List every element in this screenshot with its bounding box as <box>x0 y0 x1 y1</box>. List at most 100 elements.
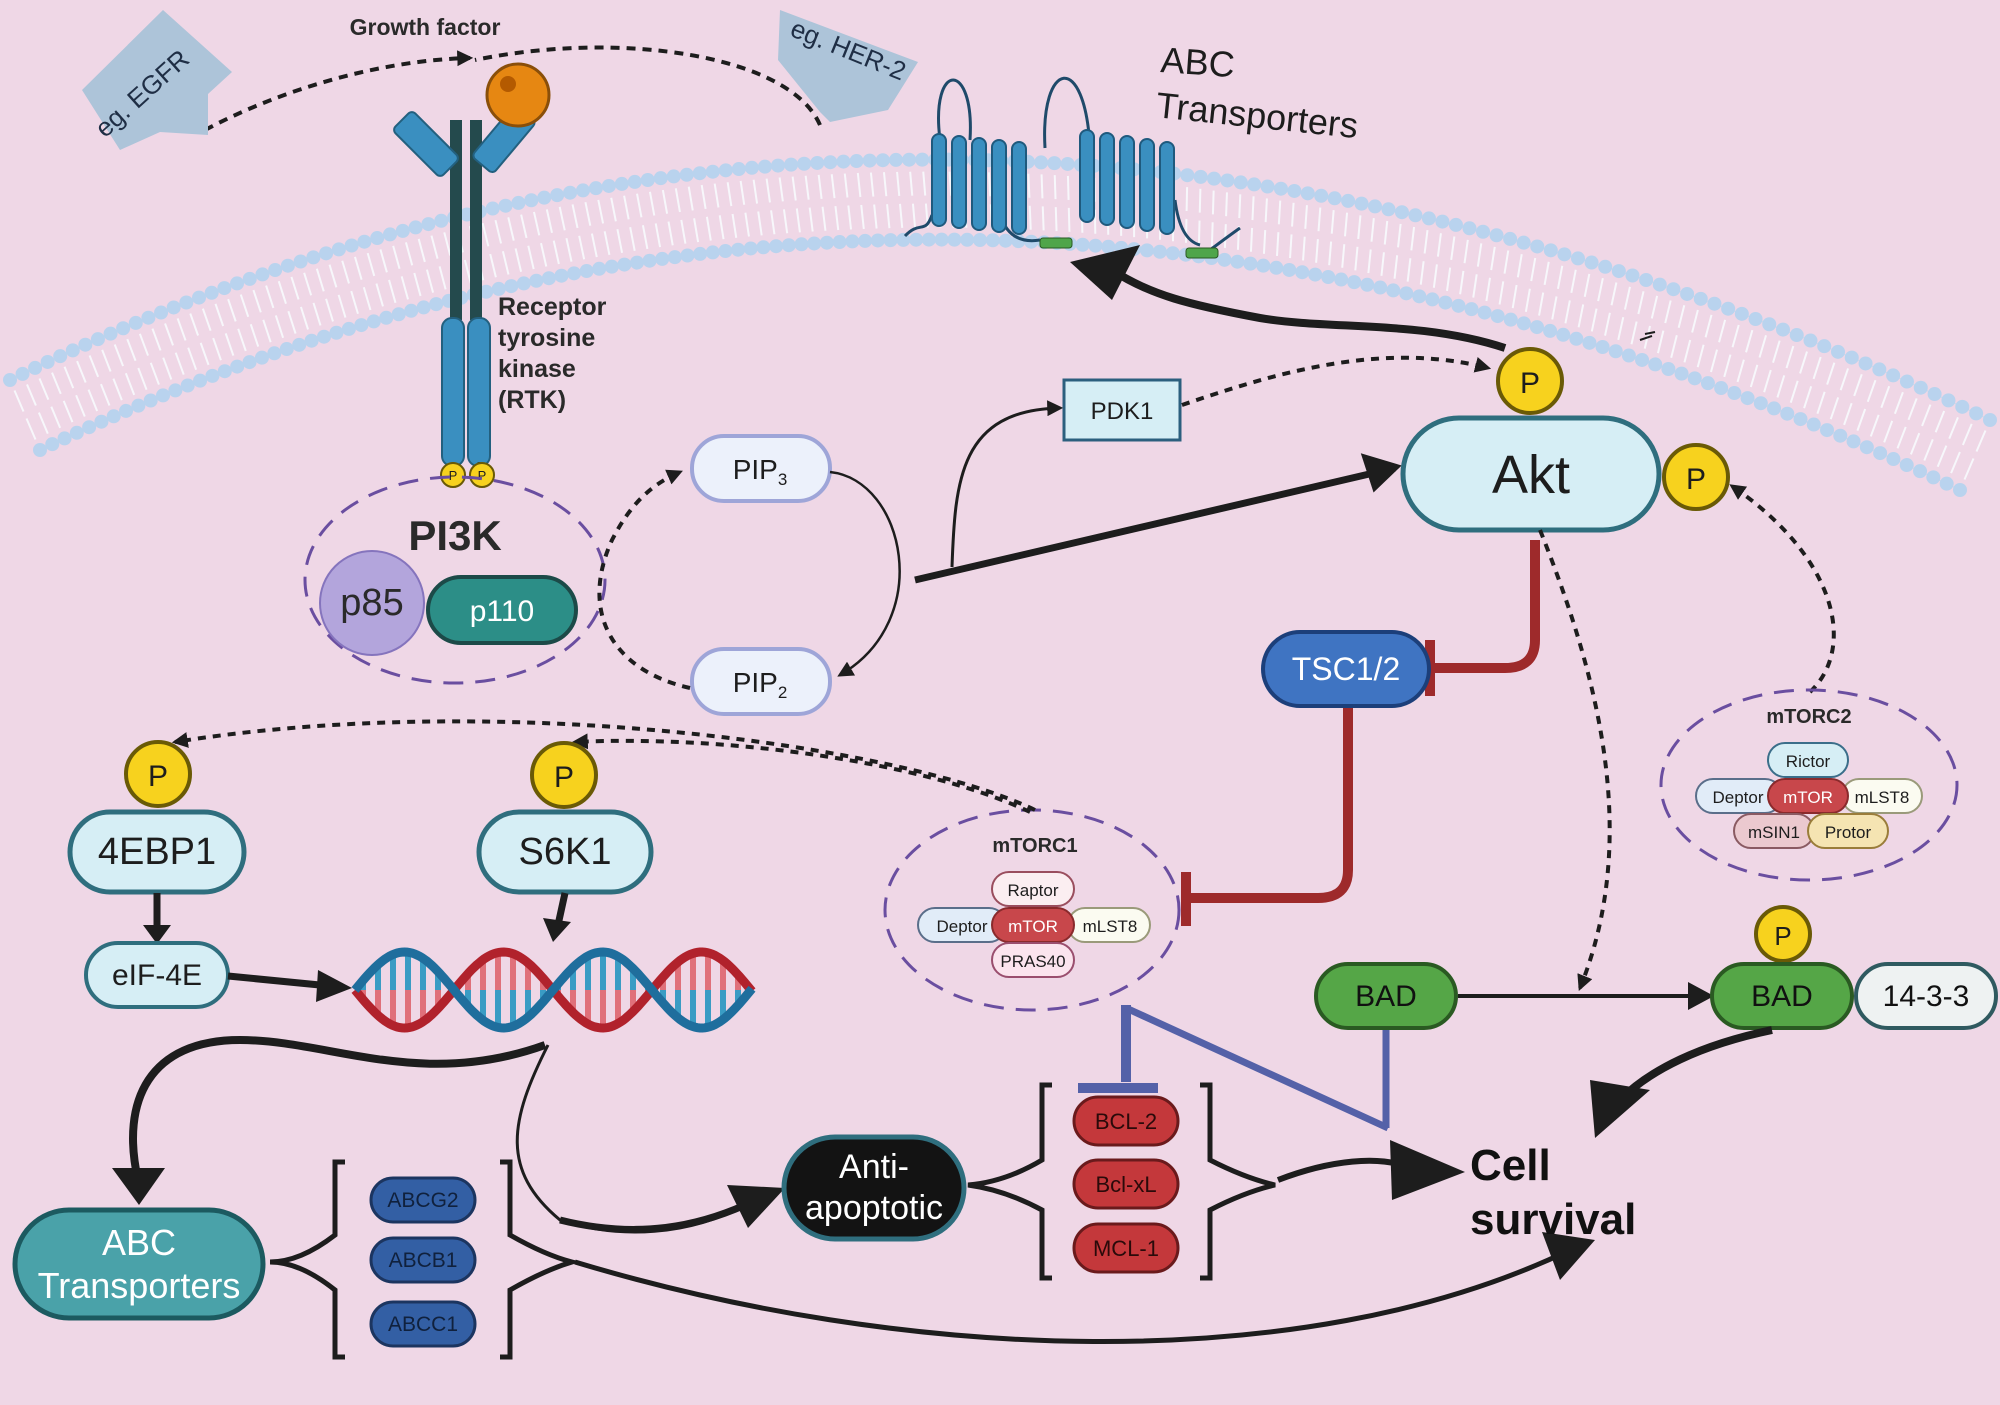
abc-right-brace <box>500 1162 572 1357</box>
bcl2-node: BCL-2 <box>1074 1097 1178 1145</box>
bcl-right-brace <box>1200 1085 1275 1278</box>
bcl-to-survival-arrow <box>1278 1161 1410 1180</box>
abcc1-node: ABCC1 <box>371 1302 475 1346</box>
svg-text:P: P <box>148 760 168 793</box>
4ebp1-node: 4EBP1 <box>70 812 244 892</box>
mcl1-node: MCL-1 <box>1074 1224 1178 1272</box>
svg-text:Transporters: Transporters <box>38 1265 241 1306</box>
mtorc1-complex: mTORC1 Raptor Deptor mLST8 mTOR PRAS40 <box>885 810 1179 1010</box>
abc-transporters-node: ABC Transporters <box>15 1210 263 1318</box>
svg-text:BAD: BAD <box>1751 980 1813 1013</box>
svg-text:P: P <box>554 761 574 794</box>
bcl-left-brace <box>968 1085 1052 1278</box>
tsc12-node: TSC1/2 <box>1263 632 1429 706</box>
svg-text:eIF-4E: eIF-4E <box>112 959 202 992</box>
svg-text:Anti-: Anti- <box>839 1148 909 1186</box>
s6k1-to-dna-arrow <box>558 893 565 925</box>
svg-text:Transporters: Transporters <box>1154 84 1360 146</box>
abc-top-label: ABC Transporters <box>1154 39 1360 146</box>
pdk1-to-akt-dashed-arrow <box>1182 358 1488 405</box>
dna-to-abc-arrowhead <box>112 1168 165 1205</box>
bad-node: BAD <box>1316 964 1456 1028</box>
svg-text:kinase: kinase <box>498 355 576 383</box>
pi3k-conversion-arrow <box>599 472 690 688</box>
abcg2-node: ABCG2 <box>371 1178 475 1222</box>
svg-text:mTOR: mTOR <box>1008 917 1058 936</box>
s6k1-node: S6K1 <box>479 812 651 892</box>
svg-text:ABCG2: ABCG2 <box>387 1189 458 1212</box>
eif4e-node: eIF-4E <box>86 943 228 1007</box>
pip3-node: PIP3 <box>692 436 830 501</box>
eif4e-to-dna-arrow <box>228 976 330 986</box>
svg-text:4EBP1: 4EBP1 <box>98 831 216 873</box>
svg-text:Deptor: Deptor <box>1712 788 1763 807</box>
pip2-node: PIP2 <box>692 649 830 714</box>
mtorc2-complex: mTORC2 Rictor Deptor mLST8 mTOR mSIN1 Pr… <box>1661 690 1957 880</box>
14-3-3-node: 14-3-3 <box>1856 964 1996 1028</box>
bclxl-node: Bcl-xL <box>1074 1160 1178 1208</box>
svg-text:P: P <box>449 468 458 483</box>
abc-left-brace <box>270 1162 345 1357</box>
svg-text:Receptor: Receptor <box>498 293 607 321</box>
svg-text:ABC: ABC <box>102 1222 176 1263</box>
svg-text:Cell: Cell <box>1470 1141 1551 1190</box>
akt-to-abc-arrowhead <box>1070 245 1140 300</box>
akt-phospho-top: P <box>1498 349 1562 413</box>
svg-text:Protor: Protor <box>1825 823 1872 842</box>
svg-text:survival: survival <box>1470 1195 1636 1244</box>
svg-text:ABCC1: ABCC1 <box>388 1313 458 1336</box>
her2-tag: eg. HER-2 <box>778 10 918 122</box>
svg-text:14-3-3: 14-3-3 <box>1883 980 1970 1013</box>
rtk-label: Receptor tyrosine kinase (RTK) <box>498 293 607 414</box>
dna-to-abc-arrow <box>133 1040 545 1180</box>
svg-text:Rictor: Rictor <box>1786 752 1831 771</box>
svg-text:Raptor: Raptor <box>1007 881 1058 900</box>
growth-factor-ligand-icon <box>487 64 549 126</box>
svg-text:Deptor: Deptor <box>936 917 987 936</box>
svg-text:S6K1: S6K1 <box>519 831 612 873</box>
pbad-node: BAD <box>1712 964 1852 1028</box>
svg-text:TSC1/2: TSC1/2 <box>1292 651 1400 687</box>
egfr-dashed-arrow <box>205 58 470 130</box>
akt-to-bad-dashed-arrow <box>1540 530 1610 988</box>
pi3k-complex: PI3K p85 p110 <box>305 477 605 683</box>
svg-text:mTORC2: mTORC2 <box>1766 706 1851 728</box>
svg-text:PDK1: PDK1 <box>1091 398 1154 425</box>
abcb1-node: ABCB1 <box>371 1238 475 1282</box>
pip3-to-akt-arrow <box>915 468 1395 580</box>
svg-text:mLST8: mLST8 <box>1855 788 1910 807</box>
mtorc1-to-s6k1-dashed-arrow <box>575 741 1030 812</box>
p110-label: p110 <box>470 595 535 628</box>
svg-text:apoptotic: apoptotic <box>805 1189 943 1227</box>
rtk-phospho-1: P <box>441 463 465 487</box>
pip3-to-pdk1-arrow <box>952 408 1060 567</box>
pi3k-label: PI3K <box>408 512 501 559</box>
svg-text:ABCB1: ABCB1 <box>389 1249 458 1272</box>
svg-text:Bcl-xL: Bcl-xL <box>1095 1172 1156 1197</box>
svg-text:PRAS40: PRAS40 <box>1000 952 1065 971</box>
svg-text:P: P <box>1774 921 1791 951</box>
svg-text:BCL-2: BCL-2 <box>1095 1109 1157 1134</box>
growth-factor-label: Growth factor <box>350 14 501 40</box>
svg-text:(RTK): (RTK) <box>498 386 566 414</box>
svg-text:BAD: BAD <box>1355 980 1417 1013</box>
svg-text:MCL-1: MCL-1 <box>1093 1236 1159 1261</box>
mtorc1-to-4ebp1-dashed-arrow <box>175 721 1035 810</box>
svg-text:tyrosine: tyrosine <box>498 324 595 352</box>
s6k1-to-dna-arrowhead <box>543 918 571 942</box>
pdk1-node: PDK1 <box>1064 380 1180 440</box>
pip3-to-pip2-arrow <box>830 472 900 675</box>
anti-apoptotic-node: Anti- apoptotic <box>784 1137 964 1239</box>
abc-to-survival-arrow <box>575 1250 1570 1342</box>
svg-text:mTOR: mTOR <box>1783 788 1833 807</box>
dna-to-anti-apoptotic-line <box>517 1045 745 1232</box>
bcl-to-survival-arrowhead <box>1390 1140 1465 1200</box>
svg-text:P: P <box>1520 367 1540 400</box>
dna-to-anti-apoptotic-arrow <box>560 1205 745 1229</box>
svg-text:P: P <box>478 468 487 483</box>
pip3-to-akt-arrowhead <box>1361 451 1404 494</box>
s6k1-phospho: P <box>532 743 596 807</box>
pbad-phospho: P <box>1756 907 1810 961</box>
akt-inhibits-tsc-line <box>1430 540 1535 668</box>
